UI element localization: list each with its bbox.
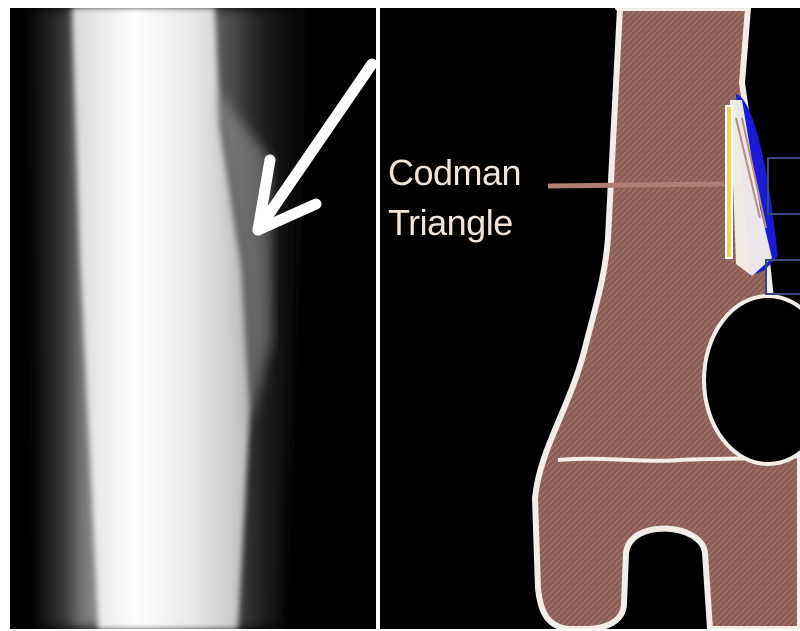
codman-triangle-label: Codman Triangle: [388, 148, 521, 248]
schematic-panel: Codman Triangle: [380, 8, 800, 629]
label-line-2: Triangle: [388, 198, 521, 248]
bone-schematic: [380, 8, 800, 629]
radiograph-image: [10, 8, 376, 629]
codman-reaction: [726, 106, 732, 258]
radiograph-panel: [10, 8, 376, 629]
label-line-1: Codman: [388, 148, 521, 198]
leader-line: [548, 184, 724, 186]
